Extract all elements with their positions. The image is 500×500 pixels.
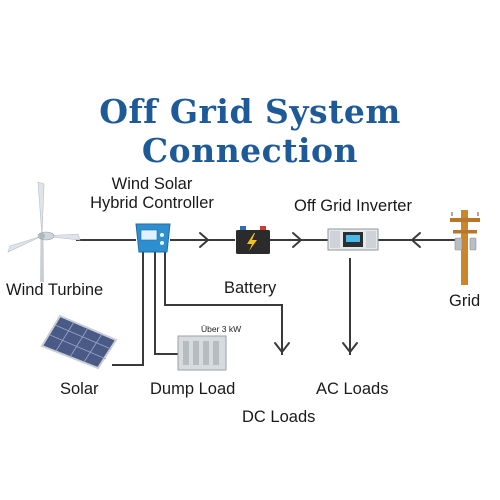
battery-icon xyxy=(236,226,270,254)
ac-loads-label: AC Loads xyxy=(316,380,389,398)
solar-panel-icon xyxy=(40,314,118,370)
utility-pole-icon xyxy=(450,210,480,285)
arrow-down-icon xyxy=(342,342,358,353)
dc-loads-label: DC Loads xyxy=(242,408,316,426)
dump-load-label: Dump Load xyxy=(150,380,236,398)
wire-controller-solar xyxy=(112,252,144,366)
arrow-left-icon xyxy=(411,232,421,248)
inverter-label: Off Grid Inverter xyxy=(294,197,412,215)
controller-icon xyxy=(135,223,171,253)
solar-label: Solar xyxy=(60,380,99,398)
wire-controller-dcloads xyxy=(164,252,283,355)
controller-label-line1: Wind Solar xyxy=(111,175,193,193)
grid-label: Grid xyxy=(449,292,481,310)
inverter-icon xyxy=(327,228,379,251)
wire-controller-dumpload xyxy=(154,252,178,355)
arrow-right-icon xyxy=(292,232,302,248)
diagram-title: Off Grid System Connection xyxy=(99,92,401,170)
controller-label-line2: Hybrid Controller xyxy=(90,194,214,212)
wind-turbine-icon xyxy=(7,181,81,282)
arrow-right-icon xyxy=(199,232,209,248)
arrow-down-icon xyxy=(274,342,290,353)
dump-load-icon xyxy=(177,335,227,371)
wind-turbine-label: Wind Turbine xyxy=(6,281,104,299)
dump-load-rating: Über 3 kW xyxy=(201,324,242,334)
battery-label: Battery xyxy=(224,279,277,297)
wiring xyxy=(76,239,458,366)
